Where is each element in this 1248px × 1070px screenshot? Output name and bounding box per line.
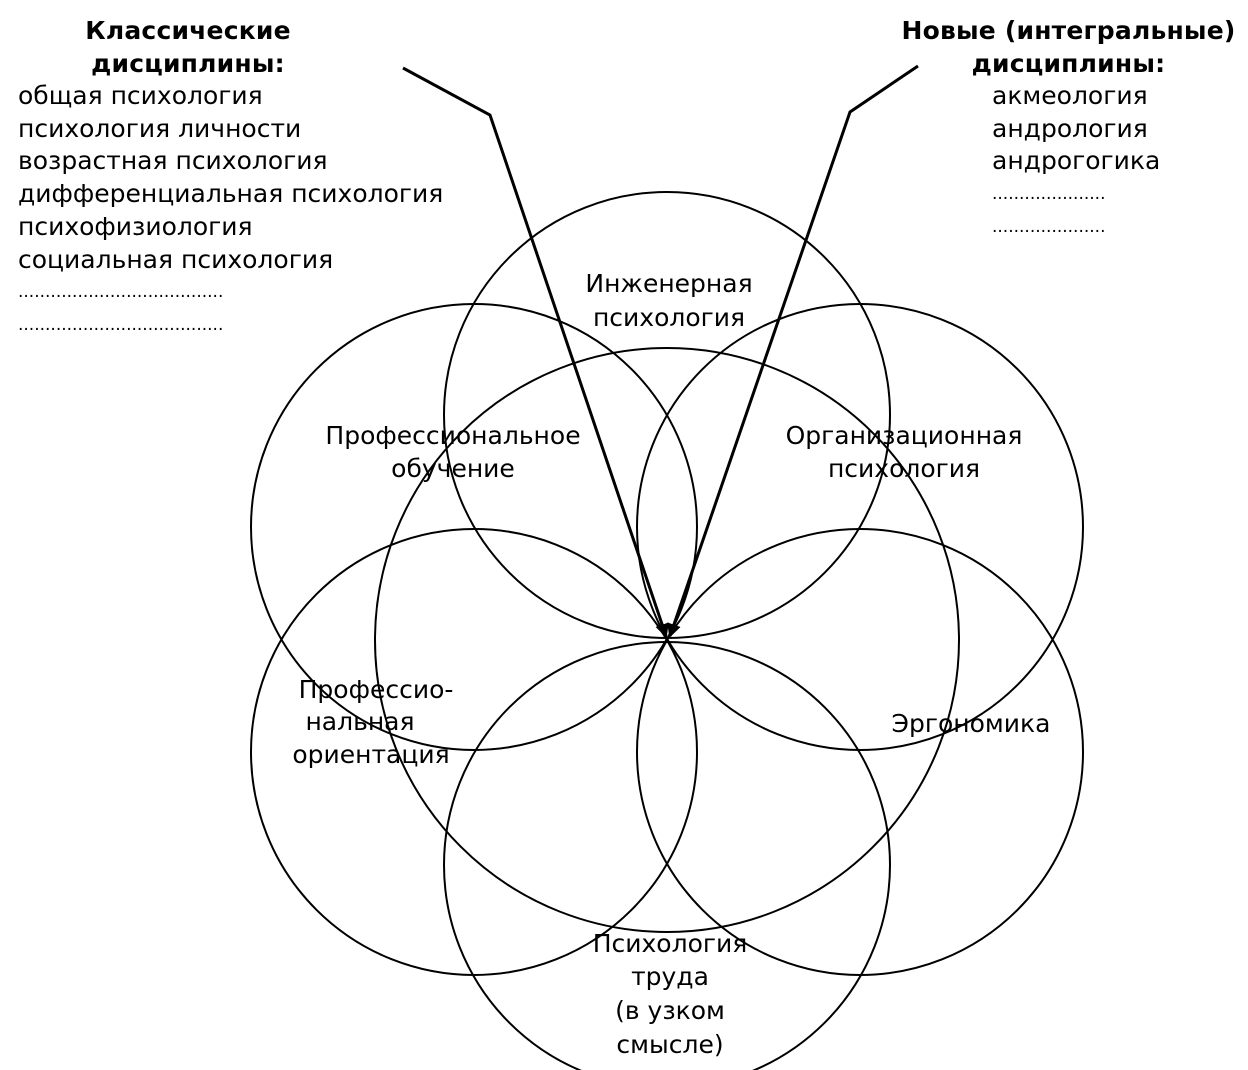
list-item-dots: ..................... [992,184,1106,205]
list-item: психофизиология [18,211,253,241]
label-engineering-line2: психология [593,303,745,332]
list-item: дифференциальная психология [18,179,444,209]
label-orientation-line2: нальная [305,707,414,736]
classic-list: общая психология психология личности воз… [18,80,488,342]
arrow-classic [402,66,669,638]
list-item: социальная психология [18,244,334,274]
list-item: общая психология [18,81,263,110]
list-item: психология личности [18,113,302,143]
list-item: возрастная психология [18,146,328,176]
label-engineering-line1: Инженерная [585,269,752,298]
label-orientation-line3: ориентация [292,740,449,769]
classic-heading-line1: Классические [85,16,291,45]
label-orientation-line1: Профессио- [299,675,454,704]
integral-disciplines-block: Новые (интегральные) дисциплины: акмеоло… [901,14,1248,244]
label-labor-line2: труда [631,962,709,991]
list-item-dots: ...................................... [18,314,224,335]
circle-professional-orientation [250,528,698,976]
list-item: андрогогика [992,146,1161,176]
list-item: акмеология [992,81,1148,110]
label-ergonomics: Эргономика [892,709,1051,738]
list-item: андрология [992,113,1148,143]
label-organizational-line1: Организационная [786,421,1023,450]
label-organizational-line2: психология [828,454,980,483]
label-labor-line1: Психология [593,929,748,958]
integral-heading-line2: дисциплины: [971,49,1166,78]
arrow-integral [667,64,919,638]
integral-heading: Новые (интегральные) дисциплины: [897,14,1240,80]
integral-heading-line1: Новые (интегральные) [901,16,1236,45]
label-labor-line4: смысле) [616,1030,723,1059]
circle-professional-training [250,303,698,751]
label-labor-line3: (в узком [615,996,725,1025]
classic-disciplines-block: Классические дисциплины: общая психологи… [18,14,488,342]
integral-list: акмеология андрология андрогогика ......… [992,80,1248,244]
label-training-line2: обучение [391,454,515,483]
circle-central [374,347,960,933]
classic-heading-line2: дисциплины: [91,49,285,78]
list-item-dots: ..................... [992,216,1106,237]
list-item-dots: ...................................... [18,282,224,303]
label-training-line1: Профессиональное [325,421,580,450]
circle-organizational-psychology [636,303,1084,751]
classic-heading: Классические дисциплины: [18,14,358,80]
